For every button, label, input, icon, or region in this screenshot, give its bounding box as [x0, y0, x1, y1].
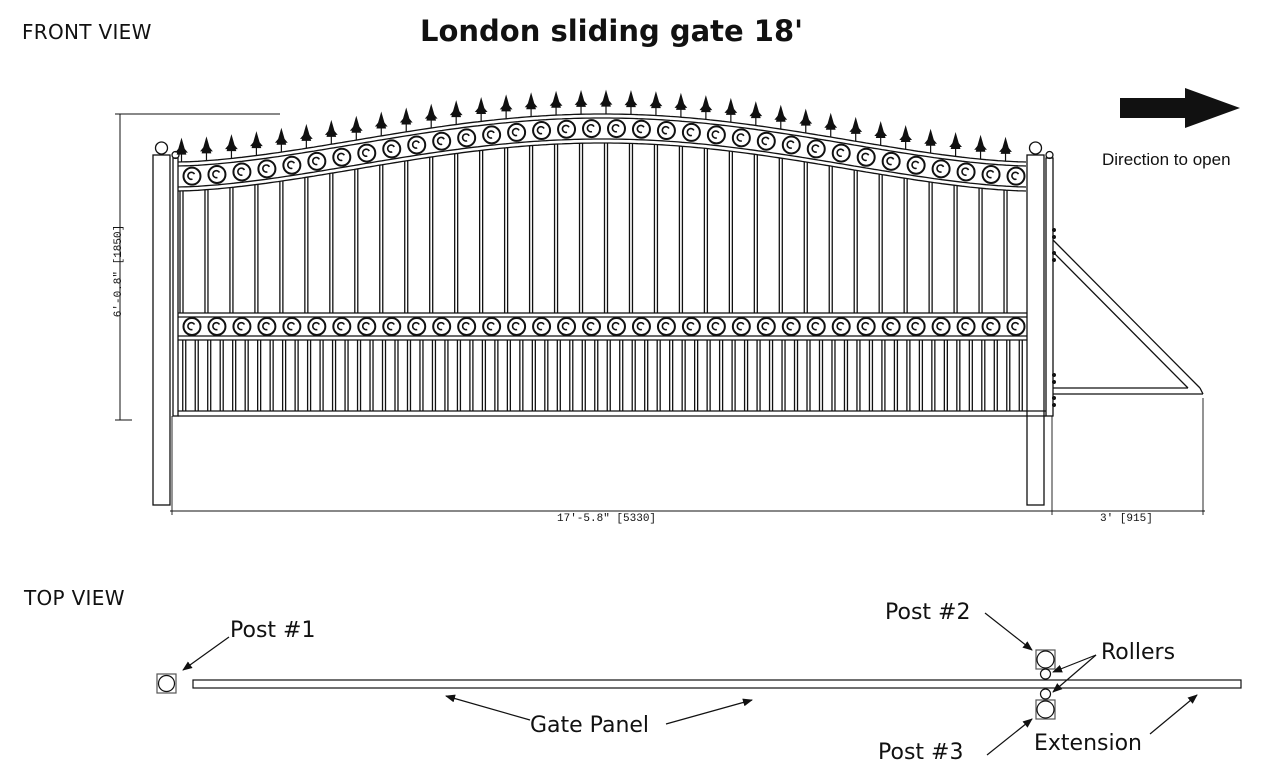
gate-panel-bar: [192, 679, 1242, 689]
post2-callout: Post #2: [885, 600, 971, 625]
post3-callout: Post #3: [878, 740, 964, 765]
post2-icon: [1035, 649, 1056, 670]
drawing-title: London sliding gate 18': [420, 14, 804, 48]
front-view-label: FRONT VIEW: [22, 20, 152, 44]
left-post-cap: [154, 141, 169, 155]
front-view-drawing: [115, 89, 1205, 515]
direction-arrow-icon: [1120, 88, 1240, 128]
top-view-drawing: [156, 612, 1242, 756]
post1-callout: Post #1: [230, 618, 316, 643]
left-post: [152, 154, 171, 506]
post1-icon: [156, 673, 177, 694]
gate-panel-callout: Gate Panel: [530, 713, 650, 738]
post3-icon: [1035, 699, 1056, 720]
right-post-cap: [1028, 141, 1043, 155]
extension-dimension-label: 3' [915]: [1100, 513, 1153, 525]
top-view-label: TOP VIEW: [24, 586, 125, 610]
width-dimension-label: 17'-5.8" [5330]: [557, 513, 657, 525]
extension-callout: Extension: [1034, 731, 1143, 756]
rollers-callout: Rollers: [1101, 640, 1176, 665]
right-post: [1026, 154, 1045, 506]
direction-to-open-label: Direction to open: [1102, 150, 1231, 169]
